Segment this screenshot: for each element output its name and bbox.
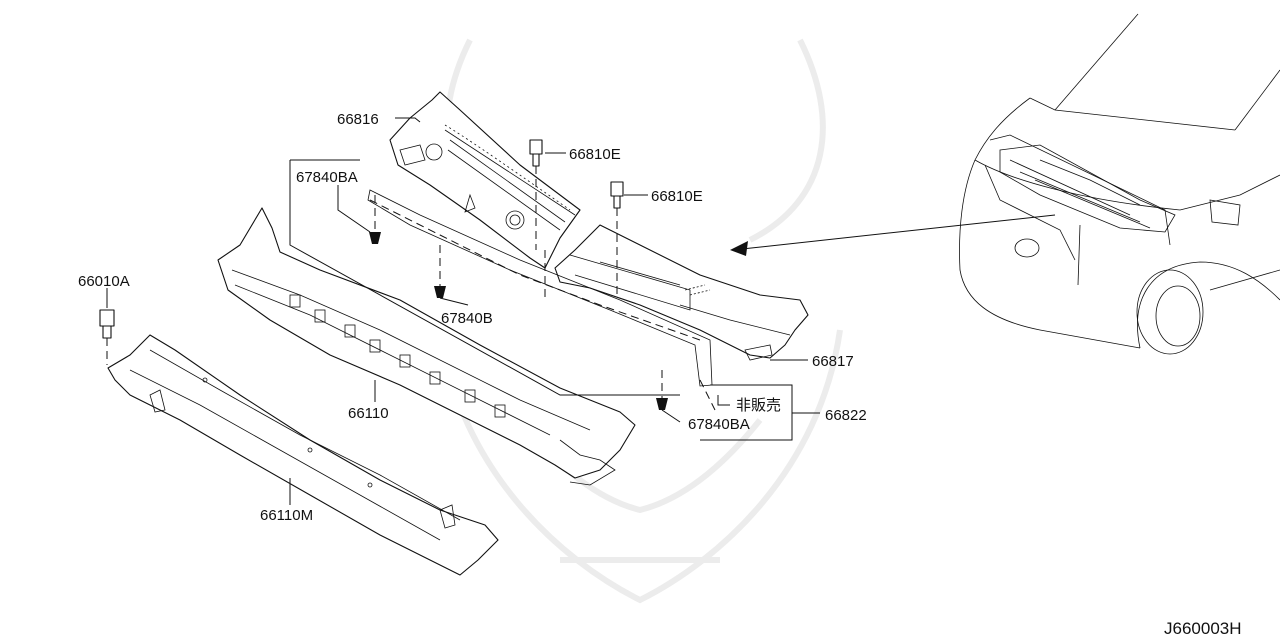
screw-66810e-upper-icon xyxy=(529,139,543,250)
label-67840ba-bottom: 67840BA xyxy=(688,416,750,433)
bolt-66010a-icon xyxy=(99,309,115,365)
part-66816-cowl-top xyxy=(389,91,581,269)
part-labels: 66816 66810E 66810E 67840BA 66010A 67840… xyxy=(78,111,867,524)
label-not-sold: 非販売 xyxy=(736,397,781,414)
vehicle-overview xyxy=(959,13,1280,355)
label-66010a: 66010A xyxy=(78,273,130,290)
part-66110m-panel xyxy=(107,334,499,576)
label-67840ba-top: 67840BA xyxy=(296,169,358,186)
label-66810e-upper: 66810E xyxy=(569,146,621,163)
bracket-66822 xyxy=(289,159,820,441)
screw-66810e-lower-icon xyxy=(610,181,624,295)
clip-67840ba-bottom-icon xyxy=(656,398,668,410)
label-66110m: 66110M xyxy=(260,507,313,524)
part-66817-cowl-top xyxy=(554,224,809,361)
clip-67840ba-top-icon xyxy=(369,232,381,244)
clip-group xyxy=(367,189,716,411)
leader-lines xyxy=(106,117,808,505)
part-66110-panel xyxy=(217,207,636,486)
label-66810e-lower: 66810E xyxy=(651,188,703,205)
figure-code: J660003H xyxy=(1164,619,1242,638)
panel-holes xyxy=(289,294,506,418)
label-66817: 66817 xyxy=(812,353,854,370)
label-66816: 66816 xyxy=(337,111,379,128)
location-arrow xyxy=(730,214,1056,256)
label-66822: 66822 xyxy=(825,407,867,424)
clip-67840b-icon xyxy=(434,286,446,298)
seal-strip xyxy=(367,189,713,387)
label-66110: 66110 xyxy=(348,405,389,422)
label-67840b: 67840B xyxy=(441,310,493,327)
